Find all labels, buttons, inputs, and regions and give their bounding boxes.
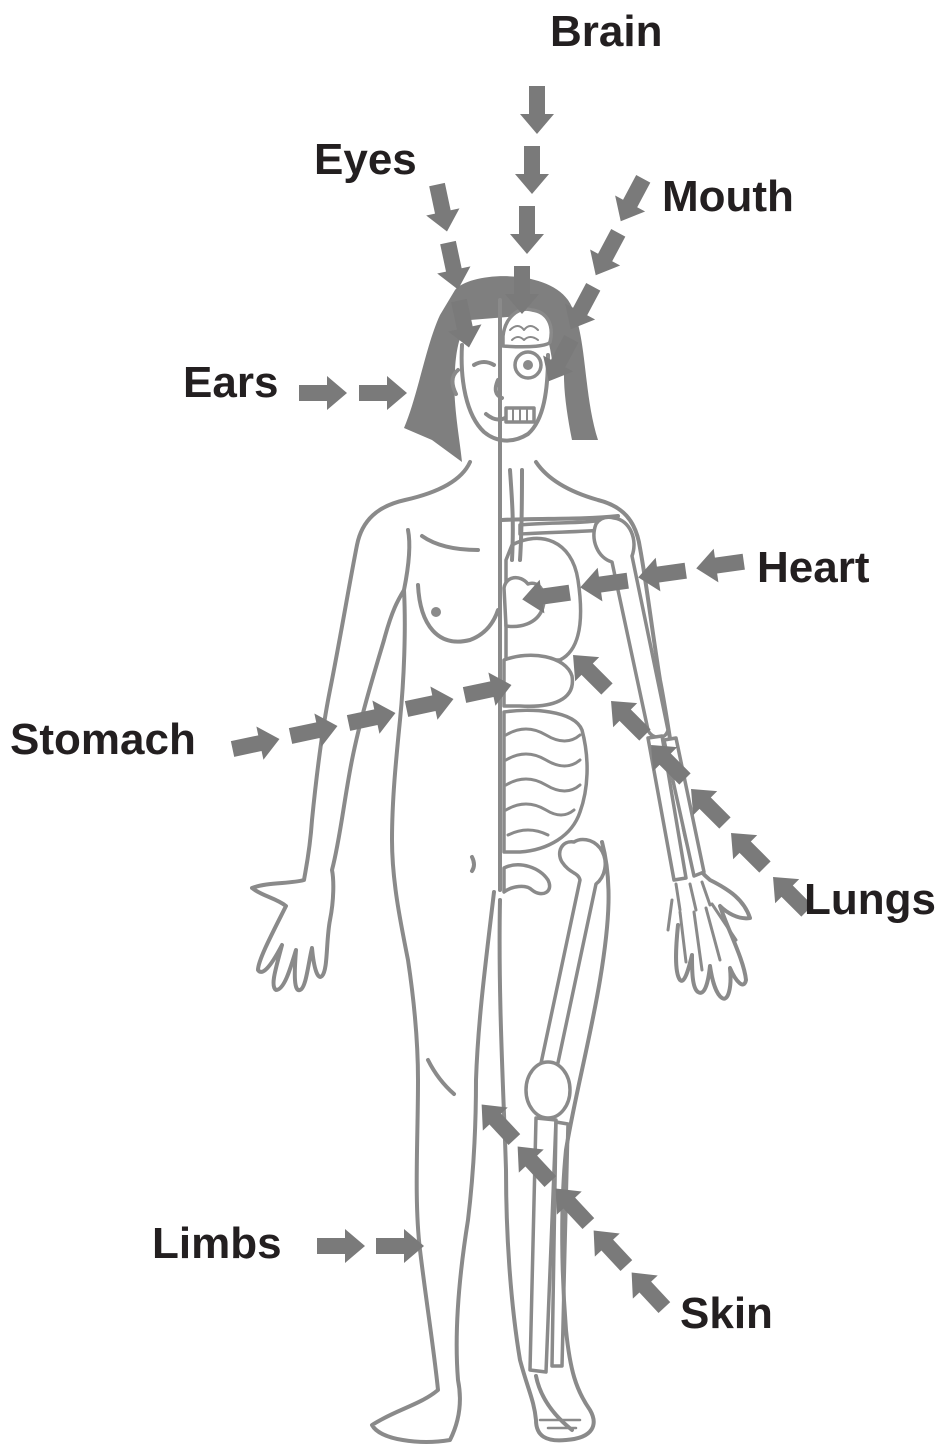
label-skin: Skin (680, 1289, 773, 1338)
label-mouth: Mouth (662, 172, 794, 221)
stomach-shape (504, 655, 572, 706)
body-outline-left (252, 462, 494, 1442)
knee-cap (526, 1062, 570, 1118)
femur-bone (540, 840, 605, 1072)
collarbone (520, 520, 604, 534)
pelvis-bone (504, 865, 550, 894)
label-stomach: Stomach (10, 715, 196, 764)
ears-arrow (299, 376, 407, 410)
label-limbs: Limbs (152, 1219, 282, 1268)
label-eyes: Eyes (314, 135, 417, 184)
body-figure (252, 276, 750, 1442)
label-ears: Ears (183, 358, 278, 407)
label-brain: Brain (550, 7, 662, 56)
label-heart: Heart (757, 543, 870, 592)
skin-arrow (469, 1093, 677, 1319)
limbs-arrow (317, 1229, 424, 1263)
label-lungs: Lungs (804, 875, 936, 924)
